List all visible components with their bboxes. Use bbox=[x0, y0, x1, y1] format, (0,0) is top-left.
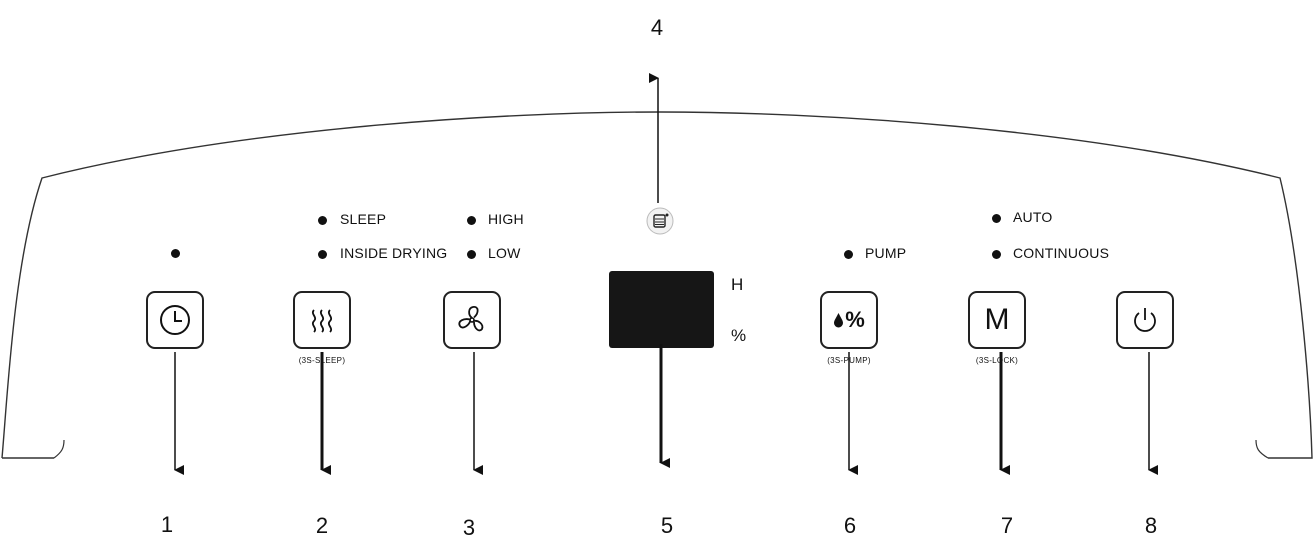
pump-indicator-dot bbox=[844, 250, 853, 259]
display-unit-h: H bbox=[731, 275, 744, 294]
auto-indicator-label: AUTO bbox=[1013, 209, 1053, 225]
timer-button[interactable] bbox=[146, 291, 204, 349]
inside-drying-indicator-label: INSIDE DRYING bbox=[340, 245, 448, 261]
mode-button[interactable]: M bbox=[968, 291, 1026, 349]
low-indicator-label: LOW bbox=[488, 245, 521, 261]
sleep-indicator-dot bbox=[318, 216, 327, 225]
continuous-indicator-label: CONTINUOUS bbox=[1013, 245, 1110, 261]
inside-drying-indicator-dot bbox=[318, 250, 327, 259]
high-indicator-label: HIGH bbox=[488, 211, 524, 227]
continuous-indicator-dot bbox=[992, 250, 1001, 259]
callout-3: 3 bbox=[462, 515, 476, 540]
fan-icon bbox=[454, 302, 490, 338]
power-button[interactable] bbox=[1116, 291, 1174, 349]
heat-waves-icon bbox=[305, 303, 339, 337]
humidity-pump-button[interactable]: % bbox=[820, 291, 878, 349]
mode-letter: M bbox=[984, 303, 1010, 336]
callout-4: 4 bbox=[650, 15, 664, 40]
sleep-button-sublabel: (3S-SLEEP) bbox=[298, 356, 346, 365]
clock-icon bbox=[158, 303, 192, 337]
fan-speed-button[interactable] bbox=[443, 291, 501, 349]
callout-1: 1 bbox=[160, 512, 174, 537]
sleep-drying-button[interactable] bbox=[293, 291, 351, 349]
callout-5: 5 bbox=[660, 513, 674, 538]
high-indicator-dot bbox=[467, 216, 476, 225]
callout-7: 7 bbox=[1000, 513, 1014, 538]
callout-6: 6 bbox=[843, 513, 857, 538]
pump-indicator-label: PUMP bbox=[865, 245, 907, 261]
power-icon bbox=[1128, 303, 1162, 337]
display-unit-percent: % bbox=[731, 326, 747, 345]
low-indicator-dot bbox=[467, 250, 476, 259]
water-tank-icon bbox=[645, 206, 675, 236]
callout-2: 2 bbox=[315, 513, 329, 538]
water-drop-icon bbox=[833, 312, 844, 328]
sleep-indicator-label: SLEEP bbox=[340, 211, 387, 227]
percent-symbol: % bbox=[845, 307, 865, 332]
humidity-display bbox=[609, 271, 714, 348]
auto-indicator-dot bbox=[992, 214, 1001, 223]
pump-button-sublabel: (3S-PUMP) bbox=[827, 356, 871, 365]
lock-button-sublabel: (3S-LOCK) bbox=[975, 356, 1019, 365]
callout-8: 8 bbox=[1144, 513, 1158, 538]
timer-indicator-dot bbox=[171, 249, 180, 258]
